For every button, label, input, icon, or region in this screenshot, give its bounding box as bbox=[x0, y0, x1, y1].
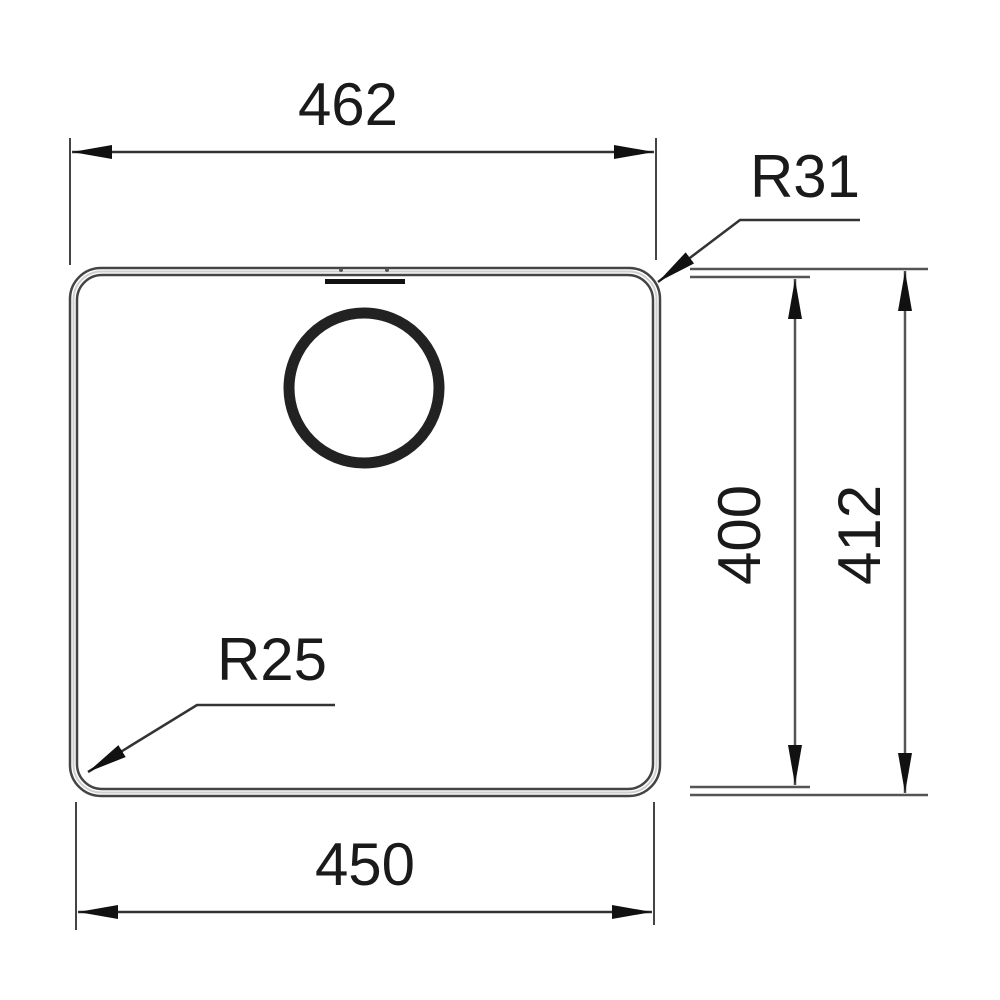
drain-circle bbox=[283, 307, 445, 469]
radius-inner-label: R25 bbox=[217, 626, 327, 693]
dimension-bowl-depth: 400 bbox=[690, 275, 810, 789]
overall-depth-label: 412 bbox=[826, 485, 893, 585]
sink-outline bbox=[68, 266, 662, 798]
radius-outer-callout: R31 bbox=[657, 143, 860, 283]
radius-inner-callout: R25 bbox=[87, 626, 335, 774]
bowl-depth-label: 400 bbox=[706, 485, 773, 585]
dimension-overall-depth: 412 bbox=[690, 267, 928, 797]
radius-outer-label: R31 bbox=[750, 143, 860, 210]
overflow-slot bbox=[325, 268, 405, 284]
dimension-bowl-width: 450 bbox=[75, 802, 655, 930]
dimension-overall-width: 462 bbox=[69, 71, 657, 265]
bowl-width-label: 450 bbox=[315, 831, 415, 898]
overall-width-label: 462 bbox=[298, 71, 398, 138]
